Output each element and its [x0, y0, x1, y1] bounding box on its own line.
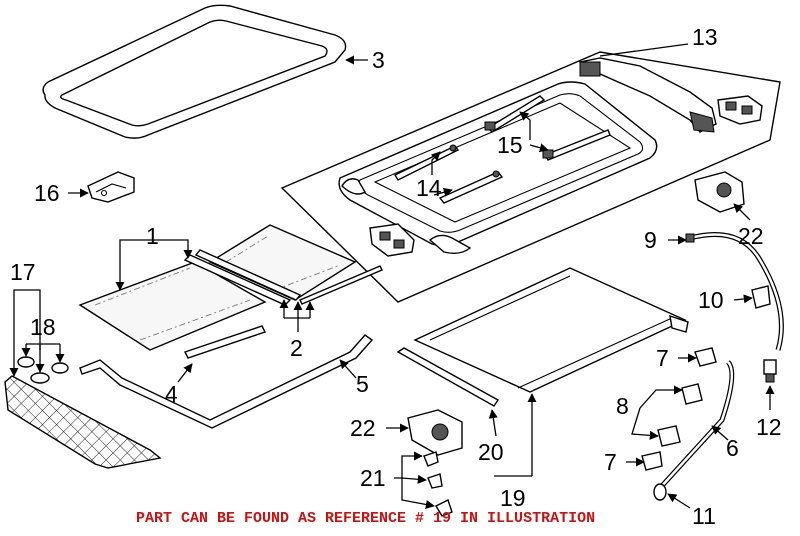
callout-19: 19: [500, 485, 526, 511]
callout-7-bottom: 7: [604, 449, 617, 475]
callout-10: 10: [698, 287, 724, 313]
callout-15: 15: [497, 132, 523, 158]
seal-part-5: [79, 334, 374, 429]
bracket-part-16: [87, 171, 135, 203]
sunshade-part-19: [413, 267, 689, 393]
callout-2: 2: [290, 335, 303, 361]
frame-assembly-part-13: [280, 51, 781, 303]
clip-part-8-top: [681, 383, 703, 405]
motor-part-22-bottom: [407, 409, 463, 456]
guide-rails-part-14: [394, 144, 504, 204]
clip-part-10: [751, 285, 771, 309]
callout-9: 9: [644, 227, 657, 253]
clips-part-18: [17, 356, 69, 384]
callout-8: 8: [616, 393, 629, 419]
callout-3: 3: [372, 47, 385, 73]
callout-4: 4: [165, 381, 178, 407]
callout-22-bottom: 22: [350, 415, 376, 441]
strip-part-4: [184, 325, 266, 359]
callout-14: 14: [416, 175, 442, 201]
callout-7-top: 7: [656, 345, 669, 371]
screw-part-21: [423, 451, 453, 517]
drain-hose-part-6: [658, 360, 735, 490]
wind-deflector-part-17: [4, 375, 162, 469]
clip-part-7-top: [694, 347, 717, 367]
callout-11: 11: [692, 503, 716, 529]
leader-lines: [9, 43, 775, 509]
callout-17: 17: [10, 259, 36, 285]
callout-13: 13: [692, 24, 718, 50]
callout-1: 1: [146, 223, 159, 249]
callout-20: 20: [478, 439, 504, 465]
callout-18: 18: [30, 314, 56, 340]
seal-part-3: [42, 4, 347, 139]
callout-5: 5: [356, 371, 369, 397]
callout-16: 16: [34, 180, 60, 206]
strip-part-20: [396, 347, 500, 407]
callouts: 3 13 16 14 15 1 2 4 5 17 18 22 9 10 7 8 …: [10, 24, 782, 529]
glass-panels-part-1: [78, 224, 357, 351]
callout-22-top: 22: [738, 223, 764, 249]
callout-12: 12: [756, 414, 782, 440]
clip-part-8-bottom: [657, 425, 681, 447]
clip-part-7-bottom: [641, 451, 663, 471]
valve-part-11: [653, 483, 667, 501]
footer-note: PART CAN BE FOUND AS REFERENCE # 19 IN I…: [136, 510, 595, 527]
connector-part-12: [763, 359, 777, 383]
callout-6: 6: [726, 435, 739, 461]
callout-21: 21: [360, 465, 386, 491]
motor-part-22-top: [694, 171, 745, 213]
guide-rails-part-15: [484, 95, 611, 161]
